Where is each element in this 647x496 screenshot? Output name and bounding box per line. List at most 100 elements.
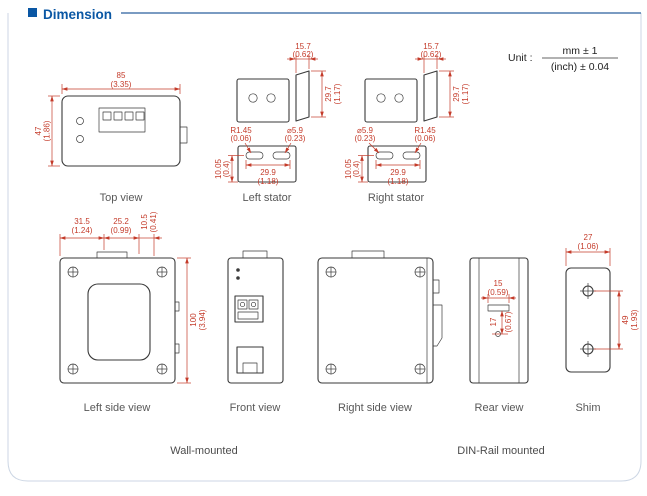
dim-value-inch: (0.62) [421, 50, 442, 59]
rear-view-label: Rear view [475, 402, 524, 414]
dim-clip-width: 15 (0.59) [481, 279, 516, 303]
dim-flange-width: 15.7 (0.62) [415, 42, 446, 73]
mounting-hole [76, 135, 84, 143]
dim-value-inch: (0.99) [111, 226, 132, 235]
left-side-view-label: Left side view [84, 402, 151, 414]
dim-value: 15.7 [423, 42, 439, 51]
dim-value: 85 [117, 71, 126, 80]
dim-value-inch: (0.41) [149, 211, 158, 232]
dim-top-width: 85 (3.35) [61, 71, 181, 94]
unit-inch-tolerance: (inch) ± 0.04 [551, 61, 609, 73]
terminal-block-edge [96, 251, 128, 259]
unit-note: Unit : mm ± 1 (inch) ± 0.04 [508, 45, 618, 73]
dim-slot-radius: R1.45 (0.06) [230, 126, 252, 154]
stator-base-plate [367, 145, 427, 183]
dim-value-inch: (0.62) [293, 50, 314, 59]
dim-value: 15.7 [295, 42, 311, 51]
dim-value-inch: (1.06) [578, 242, 599, 251]
terminal-block [98, 107, 146, 133]
dim-value: 31.5 [74, 217, 90, 226]
front-view: Front view [227, 250, 284, 414]
din-rail-mounted-caption: DIN-Rail mounted [457, 445, 544, 457]
dim-value-inch: (1.17) [333, 83, 342, 104]
dim-value: R1.45 [414, 126, 436, 135]
corner-screw [67, 266, 79, 278]
dim-value: ⌀5.9 [287, 126, 303, 135]
dim-clip-height: 17 (0.67) [489, 310, 513, 335]
corner-screw [414, 363, 426, 375]
dim-value: 29.7 [324, 86, 333, 102]
stator-hole [248, 93, 258, 103]
front-body [227, 257, 284, 384]
terminal-block-edge [242, 250, 268, 259]
side-connector [179, 126, 188, 144]
mounting-slot [272, 151, 291, 160]
dim-stator-height: 29.7 (1.17) [311, 70, 342, 118]
corner-screw [325, 266, 337, 278]
wall-mounted-caption: Wall-mounted [170, 445, 237, 457]
shim-hole [580, 283, 596, 299]
right-side-view: Right side view [317, 250, 443, 414]
fiber-connector [234, 295, 264, 323]
dim-value: R1.45 [230, 126, 252, 135]
edge-notch [174, 343, 180, 354]
stator-hole [376, 93, 386, 103]
unit-label: Unit : [508, 52, 533, 64]
page-frame [7, 13, 642, 482]
din-rail-clip [432, 279, 443, 347]
stator-hole [266, 93, 276, 103]
dim-flange-width: 15.7 (0.62) [287, 42, 318, 73]
dim-value-inch: (0.4) [352, 160, 361, 177]
dim-value-inch: (1.18) [388, 177, 409, 186]
wall-mount-plate [87, 283, 151, 361]
dim-value: 47 [34, 126, 43, 135]
dim-value: 10.05 [214, 158, 223, 179]
dim-value-inch: (0.06) [415, 134, 436, 143]
mounting-slot [245, 151, 264, 160]
corner-screw [156, 363, 168, 375]
dim-value: 15 [494, 279, 503, 288]
dim-value-inch: (1.18) [258, 177, 279, 186]
dim-value: 29.7 [452, 86, 461, 102]
rear-body [469, 257, 529, 384]
terminal-block-edge [351, 250, 385, 259]
stator-hole [394, 93, 404, 103]
dim-shim-width: 27 (1.06) [565, 233, 611, 266]
dim-value-inch: (0.23) [355, 134, 376, 143]
dim-slot-span: 29.9 (1.18) [245, 160, 291, 186]
dim-shim-hole-span: 49 (1.93) [594, 290, 639, 350]
rj45-port [236, 346, 264, 374]
dim-top-height: 47 (1.86) [34, 95, 60, 167]
shim-view: 27 (1.06) 49 (1.93) Shim [565, 233, 639, 414]
dim-value-inch: (1.24) [72, 226, 93, 235]
left-side-view: 31.5 (1.24) 25.2 (0.99) 10.5 (0.41) 100 … [59, 211, 207, 414]
rear-view: 15 (0.59) 17 (0.67) Rear view [469, 257, 529, 414]
dim-value: 27 [584, 233, 593, 242]
dim-value-inch: (0.67) [504, 311, 513, 332]
right-stator-label: Right stator [368, 192, 425, 204]
dim-value: 29.9 [260, 168, 276, 177]
dim-value-inch: (1.93) [630, 309, 639, 330]
stator-base-plate [237, 145, 297, 183]
left-stator: 15.7 (0.62) 29.7 (1.17) R1.45 (0.06) ⌀5.… [214, 42, 342, 204]
dim-value: 10.5 [140, 214, 149, 230]
corner-screw [67, 363, 79, 375]
dim-slot-offset: 10.05 (0.4) [214, 155, 244, 183]
shim-plate [565, 267, 611, 373]
din-clip-tab [487, 304, 510, 312]
dim-slot-diameter: ⌀5.9 (0.23) [285, 126, 306, 154]
dim-value: 25.2 [113, 217, 129, 226]
mounting-slot [375, 151, 394, 160]
stator-plate [364, 78, 418, 123]
dim-value: ⌀5.9 [357, 126, 373, 135]
corner-screw [325, 363, 337, 375]
front-view-label: Front view [230, 402, 281, 414]
dim-value-inch: (0.23) [285, 134, 306, 143]
led-indicator [236, 276, 240, 280]
dim-body-height: 100 (3.94) [177, 257, 207, 384]
edge-notch [174, 301, 180, 312]
right-side-view-label: Right side view [338, 402, 412, 414]
dim-slot-span: 29.9 (1.18) [375, 160, 421, 186]
